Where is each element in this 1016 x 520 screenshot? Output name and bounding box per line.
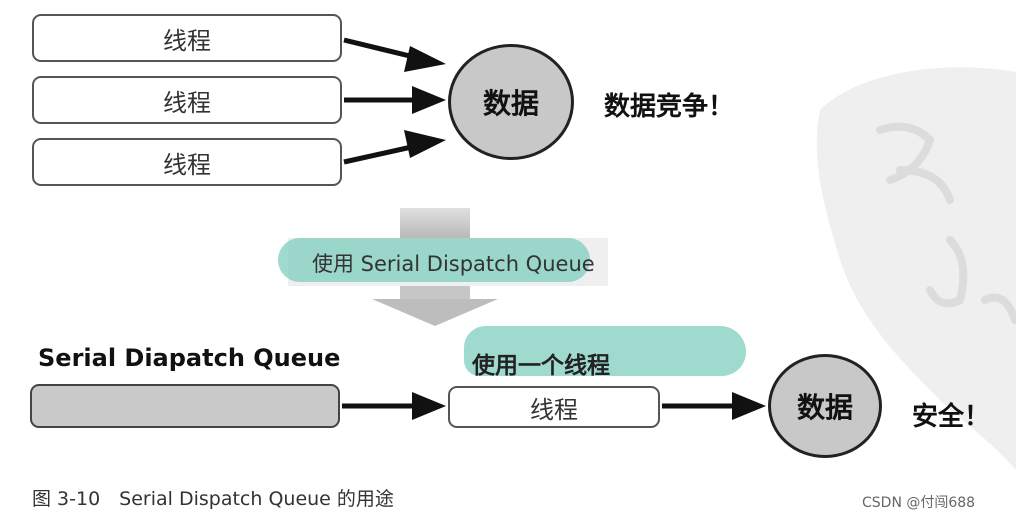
top-thread-label-1: 线程 [163,26,211,55]
watermark-text: CSDN @付闯688 [862,495,976,511]
top-thread-box-3: 线程 [32,138,342,186]
arrow-thread3-to-data [343,130,446,165]
top-data-label: 数据 [482,87,539,120]
one-thread-note: 使用一个线程 [472,353,610,379]
safe-text: 安全！ [912,402,991,432]
transition-highlight [278,238,590,282]
transition-label: 使用 Serial Dispatch Queue [312,252,595,276]
arrow-queue-to-thread [342,392,446,420]
top-thread-label-2: 线程 [163,88,211,117]
arrow-thread1-to-data [343,37,446,72]
arrow-thread2-to-data [344,86,446,114]
queue-title: Serial Diapatch Queue [38,344,341,372]
race-condition-text: 数据竞争！ [604,92,735,122]
bottom-data-circle: 数据 [768,354,882,458]
one-thread-highlight [464,326,746,376]
bottom-data-label: 数据 [796,391,853,424]
figure-caption: 图 3-10 Serial Dispatch Queue 的用途 [32,488,394,510]
top-thread-box-2: 线程 [32,76,342,124]
bottom-thread-box: 线程 [448,386,660,428]
arrow-thread-to-data [662,392,766,420]
serial-queue-box [30,384,340,428]
top-thread-label-3: 线程 [163,150,211,179]
top-data-circle: 数据 [448,44,574,160]
top-thread-box-1: 线程 [32,14,342,62]
bottom-thread-label: 线程 [530,395,578,424]
